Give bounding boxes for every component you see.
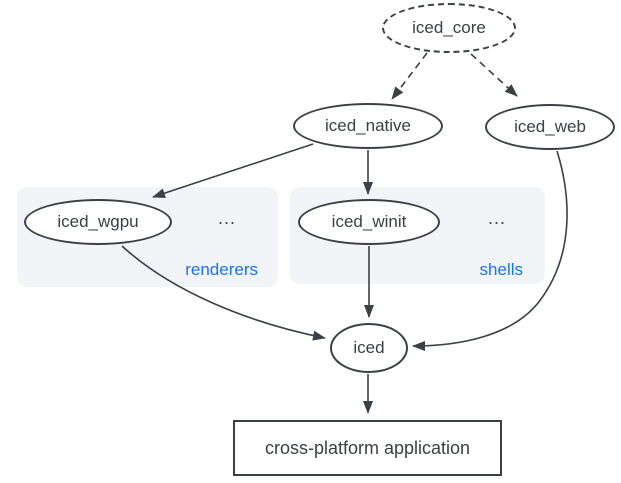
edge-iced_core-iced_web (470, 53, 518, 97)
node-iced-core-label: iced_core (412, 18, 486, 37)
node-iced-wgpu-label: iced_wgpu (57, 212, 139, 231)
node-iced-winit: iced_winit (298, 199, 440, 245)
node-iced-native: iced_native (293, 103, 443, 149)
group-label-renderers: renderers (185, 260, 258, 279)
node-app-label: cross-platform application (264, 437, 471, 458)
edge-iced_core-iced_native (391, 52, 428, 100)
renderers-ellipsis: ... (217, 208, 236, 228)
edge-iced_web-iced (412, 150, 568, 351)
edge-iced_wgpu-iced (121, 245, 326, 341)
shells-ellipsis: ... (487, 208, 506, 228)
node-cross-platform-application: cross-platform application (233, 420, 502, 476)
node-iced: iced (330, 323, 408, 373)
edge-iced_native-iced_wgpu (152, 143, 314, 198)
group-label-shells: shells (479, 260, 523, 279)
node-iced-winit-label: iced_winit (331, 212, 407, 231)
node-iced-web: iced_web (485, 104, 615, 150)
node-iced-native-label: iced_native (324, 116, 411, 135)
node-iced-core: iced_core (382, 3, 516, 53)
node-iced-web-label: iced_web (514, 117, 586, 136)
node-iced-wgpu: iced_wgpu (24, 199, 172, 245)
node-iced-label: iced (353, 338, 385, 357)
